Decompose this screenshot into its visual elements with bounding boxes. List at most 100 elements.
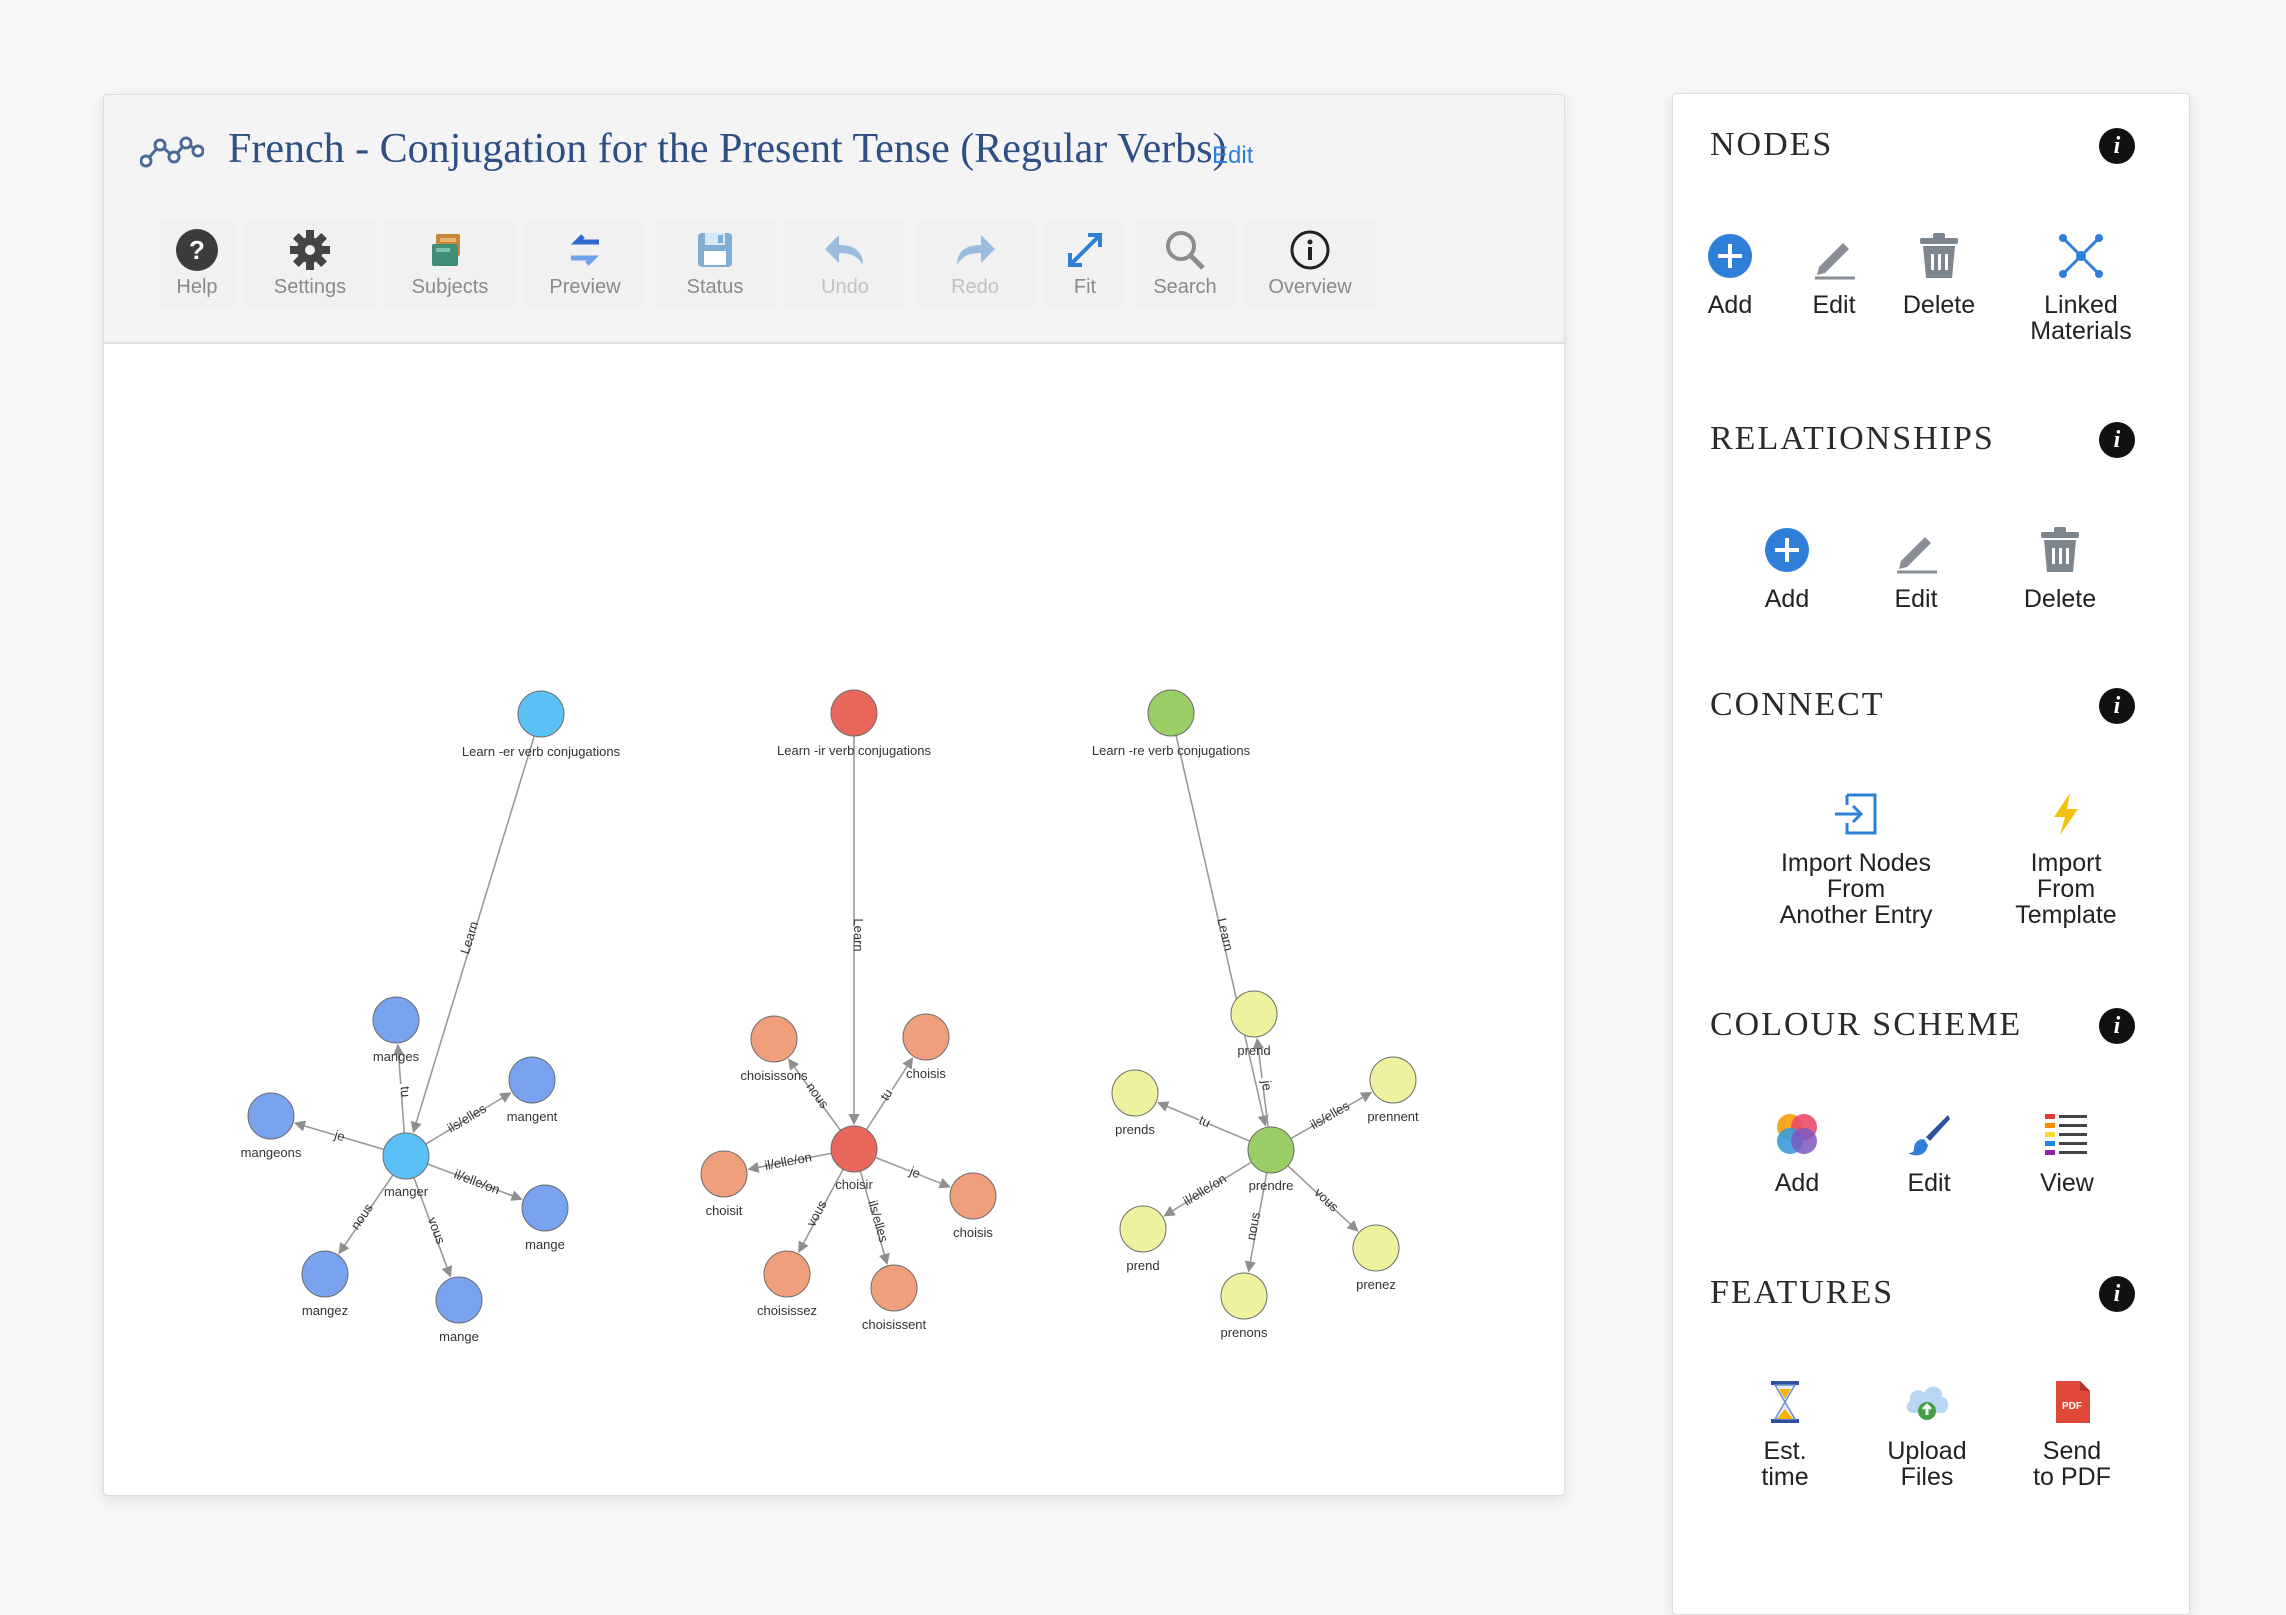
- ir-leaf-label-4: choisissez: [757, 1303, 817, 1318]
- edit-colour-scheme-button[interactable]: Edit: [1889, 1106, 1969, 1196]
- re-leaf-node-5[interactable]: [1352, 1224, 1400, 1272]
- er-leaf-node-4[interactable]: [301, 1250, 349, 1298]
- pdf-file-icon: PDF: [2044, 1374, 2100, 1430]
- add-node-button[interactable]: Add: [1690, 228, 1770, 318]
- er-center-node[interactable]: [382, 1132, 430, 1180]
- ir-leaf-node-3[interactable]: [949, 1172, 997, 1220]
- ir-leaf-label-5: choisissent: [862, 1317, 927, 1332]
- ir-center-node[interactable]: [830, 1125, 878, 1173]
- re-root-edge-label: Learn: [1214, 917, 1236, 953]
- search-icon: [1161, 228, 1209, 272]
- re-leaf-node-0[interactable]: [1230, 990, 1278, 1038]
- estimate-time-button[interactable]: Est. time: [1735, 1374, 1835, 1490]
- ir-leaf-label-0: choisissons: [740, 1068, 808, 1083]
- er-root-label: Learn -er verb conjugations: [462, 744, 621, 759]
- plus-circle-icon: [1702, 228, 1758, 284]
- trash-icon: [1911, 228, 1967, 284]
- ir-root-node[interactable]: [830, 689, 878, 737]
- er-edge-2-label: il/elle/on: [452, 1166, 502, 1197]
- er-leaf-label-0: manges: [373, 1049, 420, 1064]
- ir-edge-5-label: ils/elles: [865, 1199, 891, 1245]
- expand-icon: [1061, 228, 1109, 272]
- re-center-node[interactable]: [1247, 1126, 1295, 1174]
- er-leaf-node-0[interactable]: [372, 996, 420, 1044]
- er-root-node[interactable]: [517, 690, 565, 738]
- er-edge-5-label: je: [332, 1127, 347, 1145]
- fit-button[interactable]: Fit: [1045, 220, 1125, 308]
- map-logo-icon: [139, 135, 205, 174]
- ir-leaf-node-4[interactable]: [763, 1250, 811, 1298]
- connect-info-icon[interactable]: i: [2099, 688, 2135, 724]
- ir-leaf-node-5[interactable]: [870, 1264, 918, 1312]
- colour-scheme-info-icon[interactable]: i: [2099, 1008, 2135, 1044]
- er-leaf-node-2[interactable]: [521, 1184, 569, 1232]
- re-root-label: Learn -re verb conjugations: [1092, 743, 1251, 758]
- redo-icon: [951, 228, 999, 272]
- ir-leaf-node-1[interactable]: [902, 1013, 950, 1061]
- add-colour-scheme-button[interactable]: Add: [1757, 1106, 1837, 1196]
- er-leaf-label-3: mange: [439, 1329, 479, 1344]
- pencil-icon: [1806, 228, 1862, 284]
- send-to-pdf-button[interactable]: PDF Send to PDF: [2017, 1374, 2127, 1490]
- delete-relationship-button[interactable]: Delete: [2010, 522, 2110, 612]
- import-template-button[interactable]: Import From Template: [1991, 786, 2141, 928]
- ir-edge-3-label: je: [907, 1163, 923, 1181]
- color-list-icon: [2039, 1106, 2095, 1162]
- subjects-button[interactable]: Subjects: [385, 220, 515, 308]
- preview-button[interactable]: Preview: [525, 220, 645, 308]
- features-info-icon[interactable]: i: [2099, 1276, 2135, 1312]
- er-leaf-node-1[interactable]: [508, 1056, 556, 1104]
- re-leaf-node-4[interactable]: [1220, 1272, 1268, 1320]
- ir-center-label: choisir: [835, 1177, 873, 1192]
- upload-files-button[interactable]: Upload Files: [1867, 1374, 1987, 1490]
- add-relationship-button[interactable]: Add: [1747, 522, 1827, 612]
- redo-button[interactable]: Redo: [915, 220, 1035, 308]
- concept-map-graph[interactable]: Learntuils/ellesil/elle/onvousnousjeLear…: [104, 344, 1564, 1495]
- re-edge-2-label: ils/elles: [1308, 1098, 1353, 1132]
- books-icon: [426, 228, 474, 272]
- undo-icon: [821, 228, 869, 272]
- lightning-icon: [2038, 786, 2094, 842]
- nodes-info-icon[interactable]: i: [2099, 128, 2135, 164]
- re-leaf-node-2[interactable]: [1369, 1056, 1417, 1104]
- network-icon: [2053, 228, 2109, 284]
- edit-relationship-button[interactable]: Edit: [1876, 522, 1956, 612]
- re-leaf-node-3[interactable]: [1119, 1205, 1167, 1253]
- import-nodes-button[interactable]: Import Nodes From Another Entry: [1741, 786, 1971, 928]
- status-button[interactable]: Status: [655, 220, 775, 308]
- pencil-icon: [1888, 522, 1944, 578]
- overview-button[interactable]: Overview: [1245, 220, 1375, 308]
- er-edge-1-label: ils/elles: [445, 1100, 490, 1135]
- ir-leaf-node-2[interactable]: [700, 1150, 748, 1198]
- settings-button[interactable]: Settings: [245, 220, 375, 308]
- re-leaf-label-4: prenons: [1221, 1325, 1268, 1340]
- plus-circle-icon: [1759, 522, 1815, 578]
- toolbar: ? Help: [159, 220, 1375, 310]
- help-icon: ?: [173, 228, 221, 272]
- relationships-info-icon[interactable]: i: [2099, 422, 2135, 458]
- gear-icon: [286, 228, 334, 272]
- ir-leaf-node-0[interactable]: [750, 1015, 798, 1063]
- swap-arrows-icon: [561, 228, 609, 272]
- re-root-node[interactable]: [1147, 689, 1195, 737]
- help-button[interactable]: ? Help: [159, 220, 235, 308]
- er-leaf-label-4: mangez: [302, 1303, 348, 1318]
- re-leaf-node-1[interactable]: [1111, 1069, 1159, 1117]
- er-leaf-node-3[interactable]: [435, 1276, 483, 1324]
- er-leaf-node-5[interactable]: [247, 1092, 295, 1140]
- paintbrush-icon: [1901, 1106, 1957, 1162]
- undo-button[interactable]: Undo: [785, 220, 905, 308]
- editor-header: French - Conjugation for the Present Ten…: [104, 95, 1564, 344]
- re-root-edge: [1170, 712, 1269, 1127]
- search-button[interactable]: Search: [1135, 220, 1235, 308]
- view-colour-scheme-button[interactable]: View: [2027, 1106, 2107, 1196]
- er-center-label: manger: [384, 1184, 429, 1199]
- linked-materials-button[interactable]: Linked Materials: [2021, 228, 2141, 344]
- title-edit-link[interactable]: Edit: [1212, 142, 1254, 169]
- import-icon: [1828, 786, 1884, 842]
- delete-node-button[interactable]: Delete: [1889, 228, 1989, 318]
- ir-root-edge-label: Learn: [851, 918, 866, 951]
- edit-node-button[interactable]: Edit: [1794, 228, 1874, 318]
- ir-root-label: Learn -ir verb conjugations: [777, 743, 931, 758]
